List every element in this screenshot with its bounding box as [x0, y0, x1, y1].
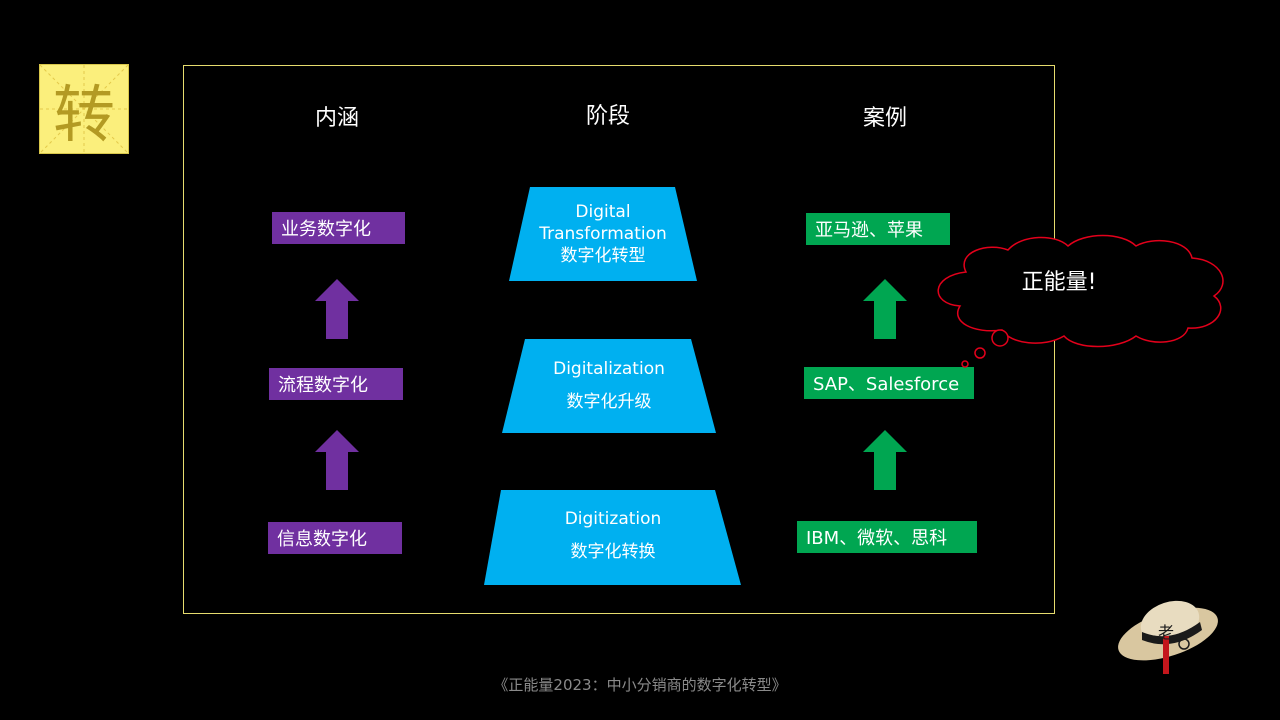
stage-digitization-label: Digitization 数字化转换 — [483, 507, 743, 573]
column-title-cases: 案例 — [862, 106, 907, 131]
stage-digitization-en: Digitization — [564, 509, 662, 529]
up-arrow-icon — [315, 430, 359, 490]
up-arrow-icon — [315, 279, 359, 339]
stage-digitalization-label: Digitalization 数字化升级 — [501, 357, 717, 423]
callout-text: 正能量! — [1021, 270, 1097, 295]
up-arrow-icon — [863, 279, 907, 339]
thought-cloud-icon — [937, 234, 1224, 368]
stage-digitization-zh: 数字化转换 — [570, 542, 656, 562]
logo-character: 转 — [52, 78, 115, 151]
stage-transformation-en-line2: Transformation — [539, 224, 667, 244]
stage-digitalization-zh: 数字化升级 — [566, 392, 652, 412]
meaning-information-digitization: 信息数字化 — [268, 522, 402, 554]
stage-digitization-shape — [484, 490, 741, 585]
case-amazon-apple: 亚马逊、苹果 — [806, 213, 950, 245]
hat-brand-text: 老 — [1158, 623, 1174, 642]
stage-digitalization-en: Digitalization — [553, 359, 665, 379]
column-title-meaning: 内涵 — [314, 106, 359, 131]
grid-guide-icon — [40, 65, 128, 153]
up-arrow-icon — [863, 430, 907, 490]
column-title-stage: 阶段 — [585, 104, 630, 129]
stage-transformation-en-line1: Digital — [575, 202, 631, 222]
stage-digitalization-shape — [502, 339, 716, 433]
logo-tile: 转 — [39, 64, 129, 154]
straw-hat-logo-icon: 老 — [1118, 600, 1218, 674]
footer-citation: 《正能量2023：中小分销商的数字化转型》 — [493, 676, 787, 694]
case-ibm-microsoft-cisco: IBM、微软、思科 — [797, 521, 977, 553]
stage-transformation-zh: 数字化转型 — [560, 246, 646, 266]
meaning-business-digitization: 业务数字化 — [272, 212, 405, 244]
stage-transformation-label: Digital Transformation 数字化转型 — [508, 201, 698, 267]
case-sap-salesforce: SAP、Salesforce — [804, 367, 974, 399]
stage-transformation-shape — [509, 187, 697, 281]
meaning-process-digitization: 流程数字化 — [269, 368, 403, 400]
